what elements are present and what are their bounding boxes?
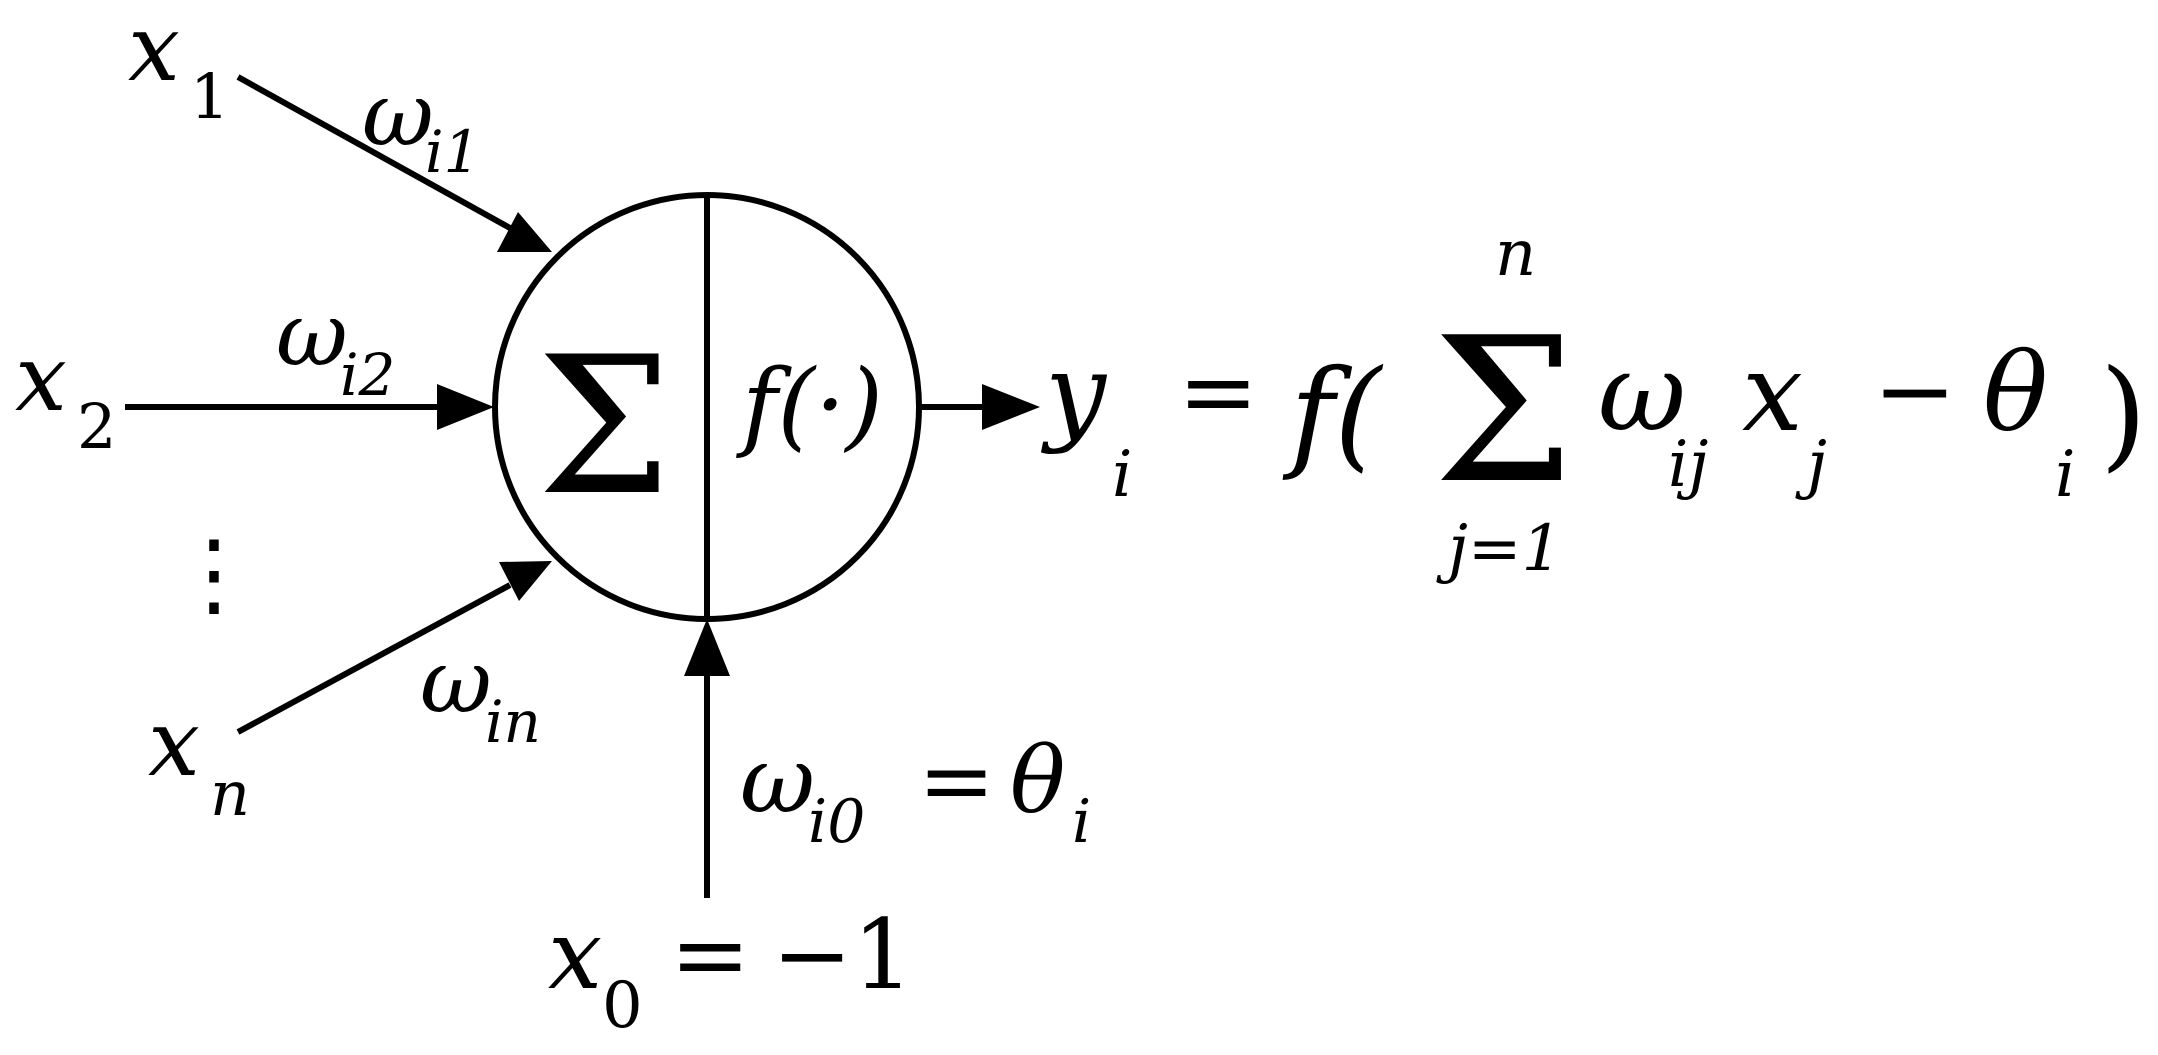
w-i0-sub: i0	[808, 787, 865, 857]
input-ellipsis: ⋮	[168, 520, 260, 627]
w-i0-theta: θ	[1010, 727, 1065, 834]
bias-value: −1	[772, 899, 914, 1011]
xn-sub: n	[210, 757, 250, 830]
output-equation: y i = f( n Σ j=1 ω ij x j − θ i )	[1040, 217, 2147, 586]
input-label-x2: x 2	[15, 325, 116, 463]
w-in-base: ω	[420, 630, 492, 733]
sum-upper-limit: n	[1495, 217, 1536, 291]
output-y: y	[1040, 331, 1108, 456]
weight-label-w-i0: ω i0 = θ i	[740, 727, 1091, 857]
output-close: )	[2100, 345, 2147, 484]
sum-symbol: Σ	[537, 316, 671, 537]
input-label-xn: x n	[148, 690, 250, 830]
output-eq: =	[1178, 336, 1258, 448]
sum-lower-limit: j=1	[1436, 512, 1562, 586]
w-i0-theta-sub: i	[1072, 787, 1091, 857]
w-i2-sub: i2	[340, 341, 395, 409]
x1-base: x	[128, 0, 180, 102]
w-i1-sub: i1	[425, 118, 480, 186]
input-arrow-xn	[236, 561, 552, 735]
output-f-open: f(	[1282, 345, 1383, 484]
output-theta: θ	[1983, 331, 2048, 456]
output-y-sub: i	[1112, 438, 1132, 512]
x2-base: x	[15, 325, 67, 432]
weight-label-w-in: ω in	[420, 630, 541, 756]
output-arrow	[919, 384, 1040, 430]
w-i1-base: ω	[362, 63, 434, 166]
w-i2-base: ω	[276, 283, 348, 386]
input-label-x1: x 1	[128, 0, 229, 133]
output-omega: ω	[1598, 331, 1686, 456]
x1-sub: 1	[190, 60, 229, 133]
w-i0-base: ω	[740, 727, 815, 834]
bias-label: x 0 = −1	[548, 899, 914, 1043]
weight-label-w-i1: ω i1	[362, 63, 480, 186]
input-arrow-x2	[125, 384, 494, 430]
output-sum-symbol: Σ	[1433, 295, 1574, 528]
w-in-sub: in	[485, 688, 541, 756]
input-arrow-x1	[236, 74, 552, 252]
activation-label: f(·)	[736, 349, 883, 461]
xn-base: x	[148, 690, 200, 797]
x2-sub: 2	[77, 390, 116, 463]
bias-arrow	[684, 619, 730, 898]
w-i0-eq: =	[918, 727, 995, 834]
weight-label-w-i2: ω i2	[276, 283, 395, 409]
bias-eq: =	[670, 899, 750, 1011]
output-omega-sub: ij	[1668, 428, 1708, 502]
output-minus: −	[1873, 332, 1957, 449]
bias-base: x	[548, 899, 602, 1011]
bias-sub: 0	[602, 969, 643, 1043]
output-theta-sub: i	[2055, 438, 2075, 512]
output-x: x	[1742, 331, 1803, 456]
